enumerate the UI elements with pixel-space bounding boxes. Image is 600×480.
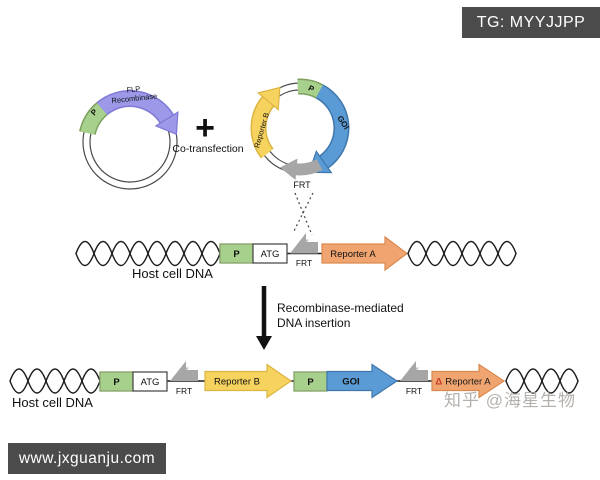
reporter-b-arrowhead — [256, 86, 281, 111]
insertion-label-line1: Recombinase-mediated — [277, 301, 404, 315]
host-dna-label-after: Host cell DNA — [12, 395, 93, 410]
donor-frt-arc — [295, 159, 323, 176]
helix-strand — [75, 240, 221, 267]
helix-strand — [9, 368, 101, 394]
promoter2-label-after: P — [307, 377, 314, 388]
frt-site-before — [290, 233, 318, 254]
goi-label-after: GOI — [342, 377, 359, 388]
donor-plasmid: P GOI Reporter B FRT — [250, 78, 351, 190]
helix-strand — [9, 368, 101, 394]
flp-plasmid: P FLP Recombinase — [79, 84, 179, 190]
insertion-process: Recombinase-mediated DNA insertion — [256, 286, 404, 350]
zhihu-watermark: 知乎 @海星生物 — [444, 391, 576, 410]
flp-gene-arc — [97, 91, 173, 123]
flp-promoter-arc — [80, 103, 107, 135]
donor-promoter-label: P — [307, 84, 317, 95]
top-right-banner: TG: MYYJJPP — [462, 7, 600, 38]
host-dna-label-before: Host cell DNA — [132, 266, 213, 281]
host-helix-left-after — [9, 368, 101, 394]
bottom-banner-text: www.jxguanju.com — [18, 449, 156, 467]
reporter-a-text: Reporter A — [445, 377, 491, 388]
insertion-arrowhead — [256, 336, 272, 350]
reporter-b-arc — [252, 97, 274, 158]
host-helix-right-after — [505, 368, 579, 394]
reporter-a-arrow-before — [321, 235, 408, 272]
frt-label-before: FRT — [296, 258, 312, 268]
recombination-dash-left — [294, 192, 313, 236]
recombination-cross-dashes — [292, 192, 314, 236]
helix-strand — [505, 368, 579, 394]
frt2-site-after — [400, 361, 428, 381]
delta-reporter-a-arrow-after — [431, 363, 506, 399]
cotransfection-label: Co-transfection — [172, 143, 243, 155]
plus-sign: + — [195, 109, 215, 147]
reporter-b-label-after: Reporter B — [214, 377, 260, 388]
atg-label-after: ATG — [141, 377, 160, 388]
host-helix-right-before — [407, 240, 517, 267]
reporter-b-arrow-after — [204, 363, 293, 399]
delta-symbol: Δ — [435, 377, 442, 388]
goi-arc — [316, 85, 348, 168]
flp-gene-label-line1: FLP — [126, 84, 141, 94]
donor-frt-label: FRT — [293, 180, 311, 190]
promoter1-label-after: P — [113, 377, 120, 388]
atg-box-after — [132, 371, 168, 392]
atg-box-label-before: ATG — [261, 249, 280, 260]
top-banner-text: TG: MYYJJPP — [476, 13, 586, 31]
donor-frt-arrowhead — [280, 158, 298, 180]
promoter-box-label-before: P — [233, 249, 240, 260]
frt1-site-after — [170, 361, 198, 381]
atg-box-before — [252, 243, 288, 264]
host-helix-left-before — [75, 240, 221, 267]
flp-promoter-label: P — [89, 107, 100, 117]
goi-arrow-after — [326, 363, 399, 399]
donor-promoter-arc — [297, 80, 323, 98]
reporter-a-label-before: Reporter A — [330, 249, 376, 260]
flp-gene-arrowhead — [154, 110, 179, 136]
host-dna-before-row: Host cell DNA P ATG FRT Reporter A — [75, 233, 517, 281]
frt2-label-after: FRT — [406, 386, 422, 396]
host-dna-after-row: Host cell DNA P ATG FRT Reporter B P GOI… — [9, 361, 579, 410]
insertion-label-line2: DNA insertion — [277, 316, 350, 330]
helix-strand — [407, 240, 517, 267]
frt1-label-after: FRT — [176, 386, 192, 396]
bottom-left-banner: www.jxguanju.com — [8, 443, 166, 474]
